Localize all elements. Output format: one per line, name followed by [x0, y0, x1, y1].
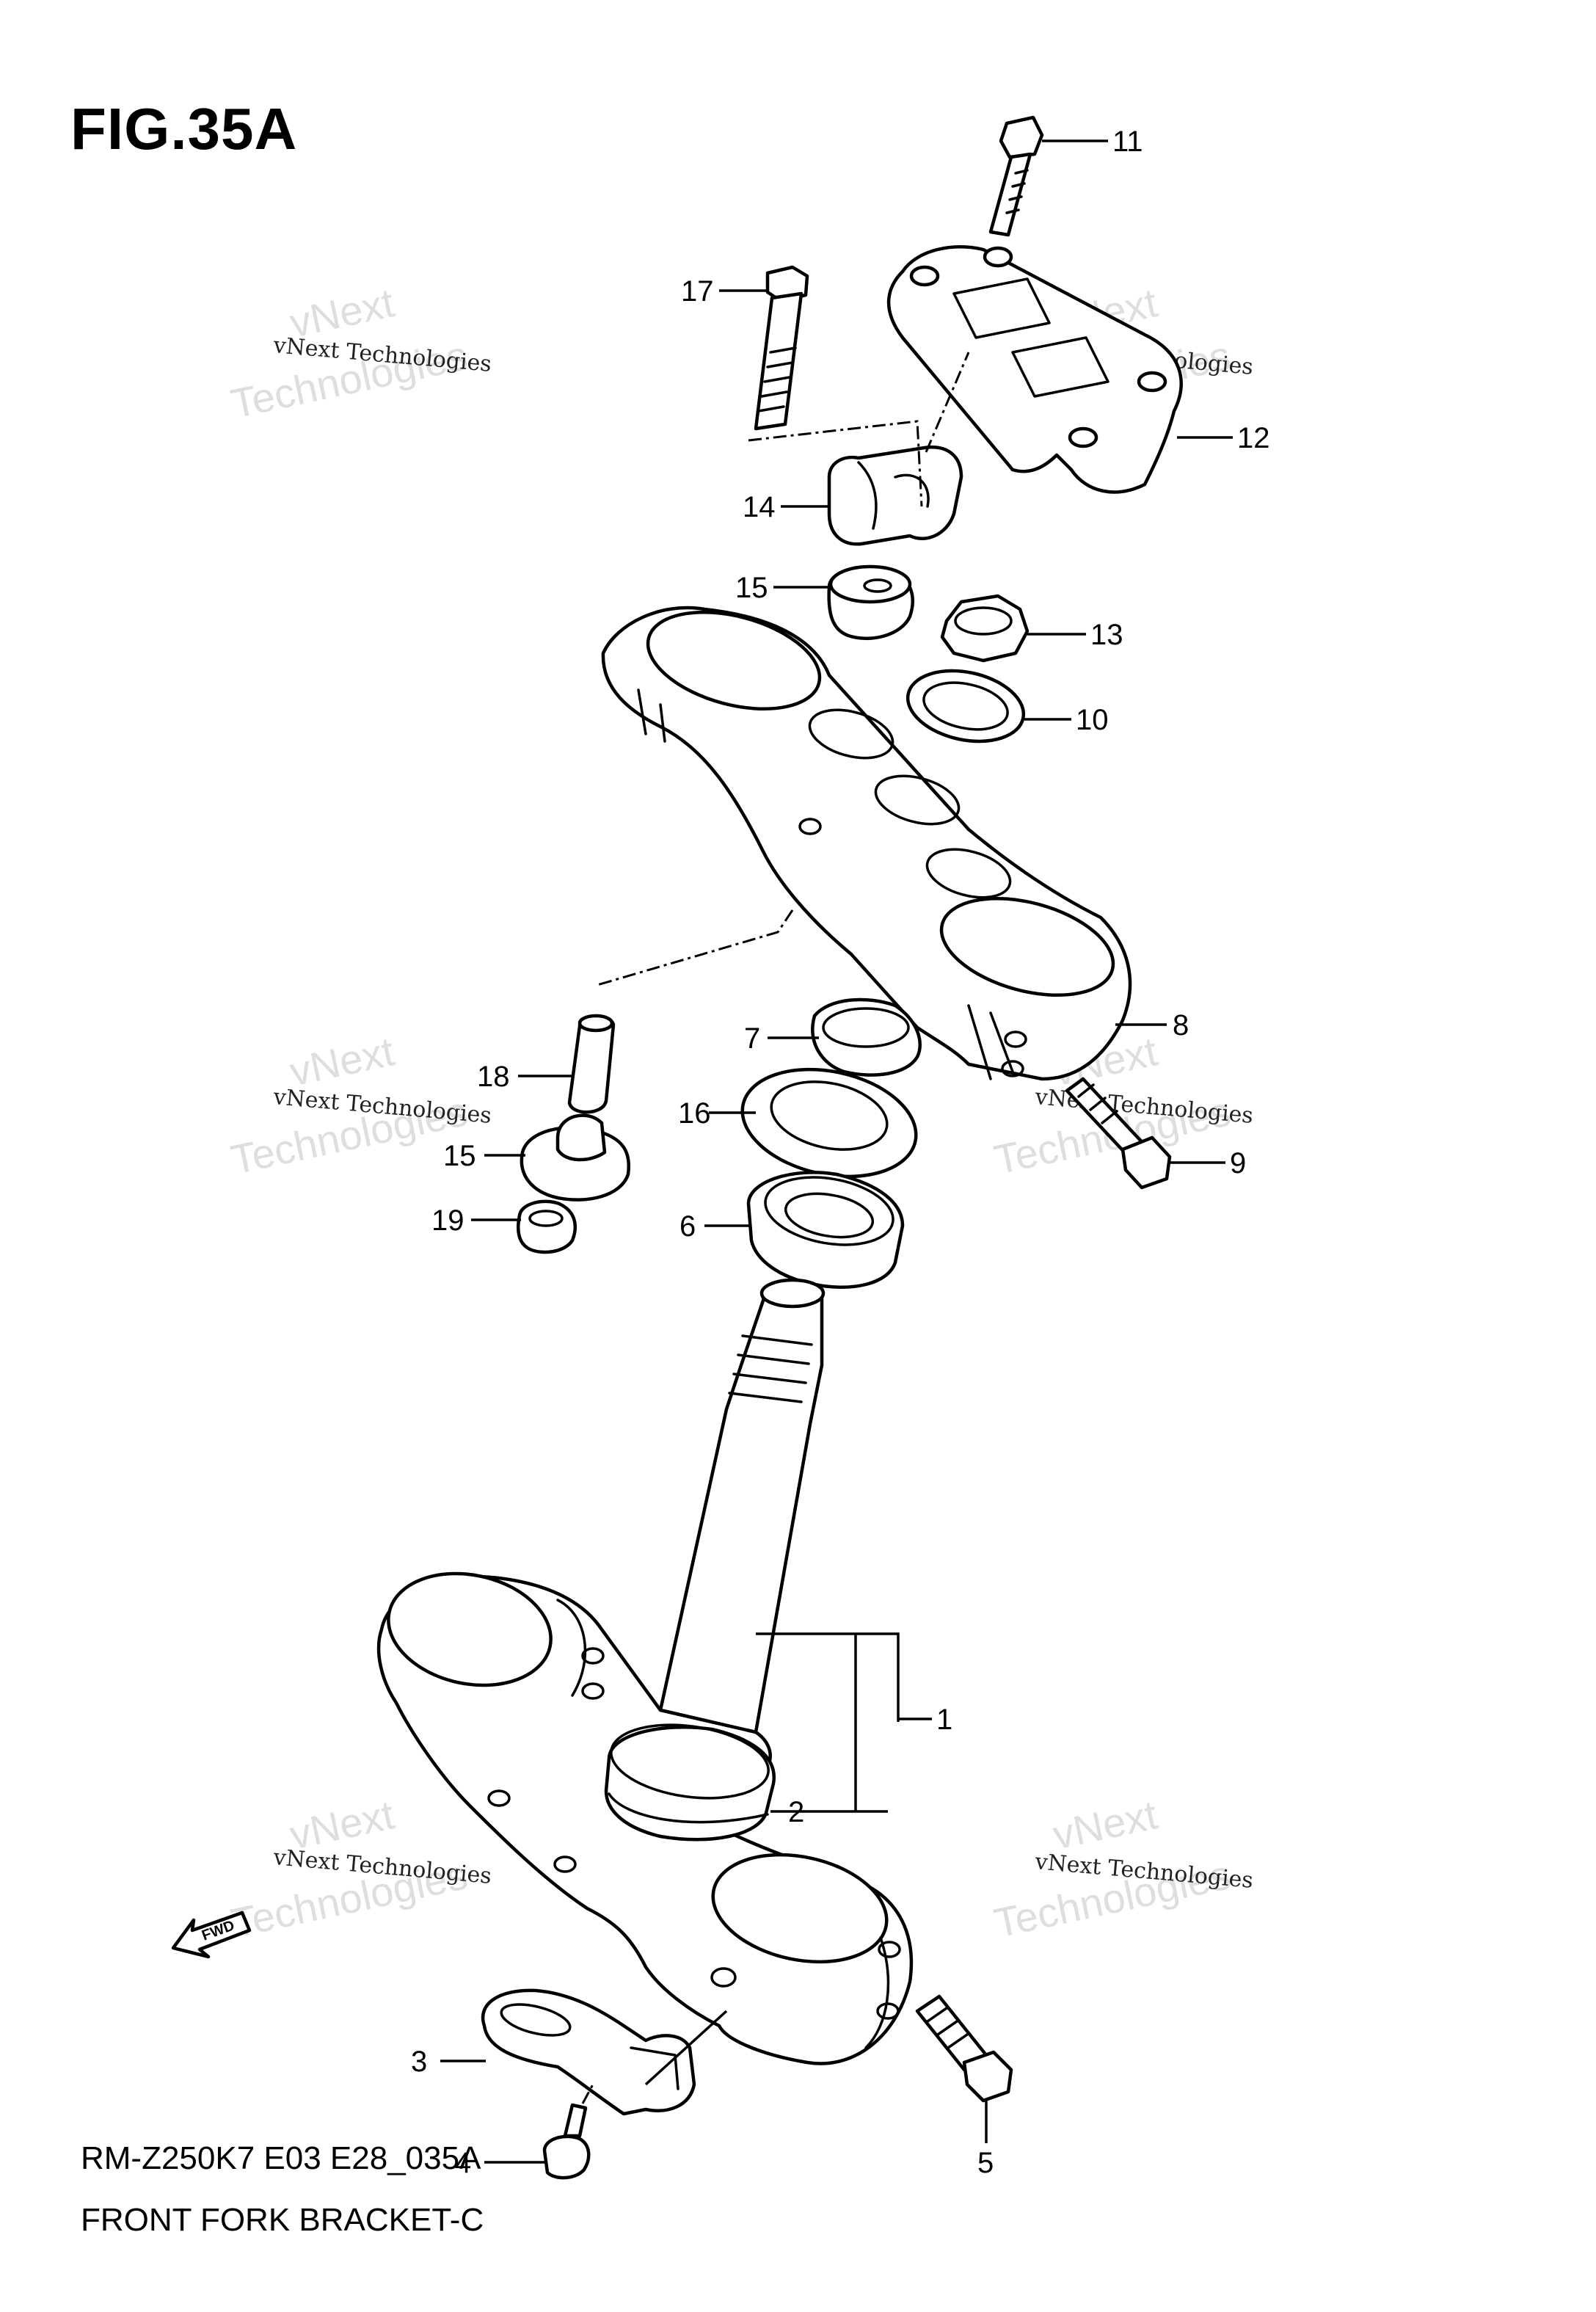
- callout-7: 7: [744, 1022, 760, 1055]
- part-16-dust-seal: [740, 1067, 918, 1179]
- part-2-lower-bearing: [604, 1723, 776, 1842]
- part-15-cushion-lower: [520, 1113, 631, 1202]
- assembly-line-17-14: [748, 420, 923, 507]
- watermark-brand: vNext: [1049, 1791, 1162, 1858]
- part-10-washer: [906, 669, 1026, 744]
- part-3-clamp: [481, 1988, 696, 2116]
- part-12-handlebar-clamp: [886, 245, 1183, 494]
- part-19-nut: [517, 1199, 577, 1254]
- leader-lines: [440, 139, 1233, 2164]
- callout-15-lower: 15: [443, 1140, 476, 1172]
- watermark-bottom-right: vNext Technologies vNext Technologies: [990, 1791, 1254, 1946]
- part-1-steering-stem: [376, 1278, 914, 2065]
- part-11-steering-nut: [940, 594, 1030, 663]
- watermark-bottom-left: vNext Technologies vNext Technologies: [227, 1791, 492, 1946]
- assembly-line-14-12: [925, 352, 970, 453]
- figure-title: FIG.35A: [70, 96, 298, 161]
- callout-14: 14: [743, 491, 776, 523]
- callout-labels: 11 17 12 14 15 13 10 8 7 18 16 15 9 19 6…: [411, 126, 1270, 2179]
- part-15-cushion-upper: [827, 564, 914, 641]
- part-13-bolt: [988, 115, 1044, 237]
- callout-9: 9: [1230, 1147, 1246, 1179]
- part-6-steering-bearing: [746, 1171, 905, 1289]
- part-17-long-bolt: [754, 265, 809, 431]
- watermark-brand: vNext: [285, 1028, 398, 1094]
- callout-1: 1: [936, 1704, 952, 1736]
- callout-10: 10: [1076, 704, 1109, 736]
- assembly-line-3-1: [644, 2010, 728, 2086]
- figure-name: FRONT FORK BRACKET-C: [81, 2202, 484, 2238]
- callout-4: 4: [455, 2147, 471, 2179]
- part-8-upper-bracket: [601, 606, 1132, 1081]
- assembly-line-8-18: [597, 909, 794, 986]
- part-7-bearing-nut: [811, 997, 922, 1077]
- callout-5: 5: [977, 2147, 994, 2179]
- part-9-bolt: [1065, 1077, 1172, 1190]
- callout-16: 16: [678, 1097, 711, 1130]
- callout-3: 3: [411, 2046, 427, 2078]
- model-code: RM-Z250K7 E03 E28_035A: [81, 2140, 481, 2176]
- part-18-pipe: [567, 1014, 616, 1114]
- callout-19: 19: [431, 1204, 464, 1237]
- callout-18: 18: [477, 1061, 510, 1093]
- forward-direction-arrow: FWD: [171, 1911, 252, 1959]
- callout-8: 8: [1173, 1009, 1189, 1042]
- callout-15-upper: 15: [735, 572, 768, 604]
- callout-2: 2: [788, 1796, 804, 1828]
- part-4-screw: [542, 2103, 591, 2180]
- part-5-bolt: [915, 1994, 1013, 2103]
- callout-6: 6: [679, 1210, 696, 1243]
- part-14-handlebar-holder: [827, 446, 963, 546]
- callout-12: 12: [1237, 422, 1270, 454]
- assembly-line-4-3: [581, 2084, 594, 2104]
- callout-11: 13: [1090, 619, 1123, 651]
- callout-17: 17: [681, 275, 714, 308]
- callout-13: 11: [1112, 126, 1143, 158]
- watermark-top-left: vNext Technologies vNext Technologies: [227, 279, 492, 426]
